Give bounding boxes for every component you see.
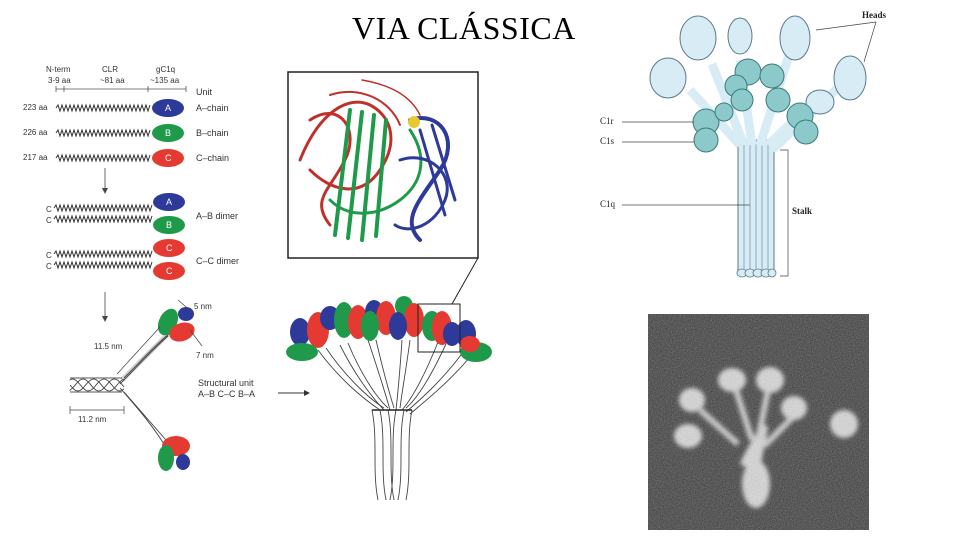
cc-dimer-label: C–C dimer (196, 256, 239, 266)
stalk-strands (743, 140, 769, 272)
chain-b-length: 226 aa (23, 128, 48, 137)
arm-dim-label: 11.5 nm (94, 342, 123, 351)
chain-a-letter: A (165, 103, 171, 113)
c1s-label: C1s (600, 136, 615, 146)
cc-dimer-coil-top (53, 249, 153, 259)
chain-row-b: 226 aa B B–chain (23, 124, 229, 142)
c1q-heads (649, 15, 867, 115)
head2-dim-line (189, 329, 203, 347)
arrow-right-head (304, 390, 310, 396)
arrow-down-2-head (102, 316, 108, 322)
chain-b-coil (55, 128, 151, 138)
hexamer-stalk (371, 409, 413, 501)
cc-dimer-letter-1: C (166, 243, 173, 253)
ab-dimer-end-mark: C (46, 216, 52, 225)
heads-label: Heads (862, 10, 887, 20)
electron-micrograph (648, 314, 869, 530)
cc-dimer-letter-2: C (166, 266, 173, 276)
cc-dimer-head-1 (153, 239, 185, 257)
ribbon-structure (298, 79, 457, 242)
lower-arm-braid (119, 387, 167, 445)
ab-dimer-end-mark: C (46, 205, 52, 214)
c1q-label: C1q (600, 199, 616, 209)
structural-unit-formula: A–B C–C B–A (198, 389, 255, 399)
ab-dimer-letter-b: B (166, 220, 172, 230)
ab-dimer-coil-bottom (53, 214, 153, 224)
zoom-highlight-box (417, 303, 461, 353)
zoom-line-right (451, 257, 479, 305)
chain-a-head (152, 99, 184, 117)
chain-a-coil (55, 103, 151, 113)
structural-unit (69, 307, 195, 471)
heads-leader (863, 21, 877, 63)
cc-dimer-end-mark: C (46, 262, 52, 271)
lower-head-green (158, 445, 174, 471)
nterm-label: N-term (46, 65, 71, 74)
chain-row-a: 223 aa A A–chain (23, 99, 229, 117)
cc-dimer-coil-bottom (53, 260, 153, 270)
stalk-bracket (780, 149, 789, 277)
head-dim-label: 5 nm (194, 302, 212, 311)
page-title: VIA CLÁSSICA (352, 10, 576, 46)
chain-row-c: 217 aa C C–chain (23, 149, 229, 167)
ab-dimer-label: A–B dimer (196, 211, 238, 221)
gc1q-label: gC1q (156, 65, 175, 74)
c1r-c1s-spheres (692, 58, 819, 153)
ab-dimer-head-b (153, 216, 185, 234)
unit-label: Unit (196, 87, 213, 97)
stalk-braid (69, 378, 125, 392)
nterm-length: 3-9 aa (48, 76, 71, 85)
chain-a-length: 223 aa (23, 103, 48, 112)
ab-dimer-coil-top (53, 203, 153, 213)
upper-arm-braid (119, 332, 171, 385)
cc-dimer: C C C C C–C dimer (46, 239, 239, 280)
head2-dim-label: 7 nm (196, 351, 214, 360)
c1r-label: C1r (600, 116, 614, 126)
stalk-outline (70, 377, 122, 393)
chain-a-label: A–chain (196, 103, 229, 113)
hexamer-heads (286, 296, 492, 362)
clr-length: ~81 aa (100, 76, 125, 85)
chain-b-head (152, 124, 184, 142)
heads-leader (815, 21, 877, 31)
chain-b-label: B–chain (196, 128, 229, 138)
upper-head-red (169, 322, 195, 342)
structural-unit-label: Structural unit (198, 378, 254, 388)
stalk-label: Stalk (792, 206, 812, 216)
arm-dim-line (116, 326, 161, 375)
stalk-dim-label: 11.2 nm (78, 415, 107, 424)
lower-head-blue (176, 454, 190, 470)
chain-b-letter: B (165, 128, 171, 138)
chain-c-letter: C (165, 153, 172, 163)
arrow-down-1-head (102, 188, 108, 194)
gc1q-length: ~135 aa (150, 76, 180, 85)
micrograph-image (648, 314, 869, 530)
head-dim-line (177, 299, 193, 313)
chain-c-label: C–chain (196, 153, 229, 163)
cc-dimer-end-mark: C (46, 251, 52, 260)
ab-dimer-letter-a: A (166, 197, 172, 207)
chain-c-coil (55, 153, 151, 163)
chain-c-head (152, 149, 184, 167)
calcium-ion (408, 116, 420, 128)
stalk-base (736, 268, 777, 278)
chain-c-length: 217 aa (23, 153, 48, 162)
clr-label: CLR (102, 65, 118, 74)
ab-dimer: C C A B A–B dimer (46, 193, 238, 234)
cc-dimer-head-2 (153, 262, 185, 280)
ab-dimer-head-a (153, 193, 185, 211)
